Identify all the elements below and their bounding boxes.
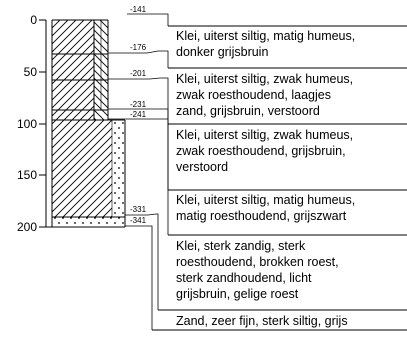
tick-150: 150 [17,168,46,182]
boundary-label: -331 [130,205,147,214]
layer-descriptions: Klei, uiterst siltig, matig humeus, donk… [152,25,407,331]
leader-line-5 [108,118,169,235]
leader-line-1 [127,13,169,26]
layer-6-sand [52,217,125,227]
description-line: matig roesthoudend, grijszwart [176,209,347,223]
tick-0: 0 [30,13,46,27]
layer-4-hatch [52,110,94,120]
tick-label: 150 [17,168,37,182]
layer-5-sand-band [112,120,125,217]
lithology-column [46,19,126,228]
layer-description-4: Klei, uiterst siltig, matig humeus, mati… [168,189,407,223]
boundary-label: -141 [130,5,147,14]
depth-axis: 0 50 100 150 200 [17,13,47,234]
description-line: Zand, zeer fijn, sterk siltig, grijs [176,314,348,328]
description-line: Klei, sterk zandig, sterk [176,239,306,253]
tick-label: 200 [17,220,37,234]
description-line: roesthoudend, brokken roest, [176,255,339,269]
boundary-label: -231 [130,100,147,109]
leader-line-2 [108,50,169,68]
leader-line-6 [125,213,159,310]
leader-line-7 [125,225,153,330]
description-line: zwak roesthoudend, grijsbruin, [176,144,346,158]
description-line: Klei, uiterst siltig, matig humeus, [176,29,355,43]
layer-description-1: Klei, uiterst siltig, matig humeus, donk… [168,25,407,59]
description-line: sterk zandhoudend, licht [176,271,312,285]
description-line: grijsbruin, gelige roest [176,287,299,301]
boundary-label: -176 [130,43,147,52]
boundary-label: -341 [130,216,147,225]
layer-description-2: Klei, uiterst siltig, zwak humeus, zwak … [168,67,407,118]
leader-line-3 [108,77,169,124]
layer-2-hatch [52,54,94,80]
boundary-label: -241 [130,110,147,119]
tick-label: 0 [30,13,37,27]
description-line: zand, grijsbruin, verstoord [176,104,320,118]
layer-description-3: Klei, uiterst siltig, zwak humeus, zwak … [168,123,407,174]
boundary-label: -201 [130,69,147,78]
description-line: Klei, uiterst siltig, matig humeus, [176,193,355,207]
description-line: Klei, uiterst siltig, zwak humeus, [176,128,353,142]
layer-3-hatch [52,80,94,110]
tick-label: 100 [17,117,37,131]
tick-100: 100 [17,117,46,131]
layer-description-5: Klei, sterk zandig, sterk roesthoudend, … [168,234,407,301]
description-line: verstoord [176,160,228,174]
description-line: donker grijsbruin [176,45,268,59]
description-line: Klei, uiterst siltig, zwak humeus, [176,72,353,86]
layer-1-hatch [52,20,94,54]
layer-description-6: Zand, zeer fijn, sterk siltig, grijs [152,309,407,331]
tick-50: 50 [24,65,46,79]
leader-lines [108,13,169,330]
tick-label: 50 [24,65,38,79]
layer-5-hatch [52,120,112,217]
boundary-labels: -141 -176 -201 -231 -241 -331 -341 [130,5,147,225]
layer-4-humus-band [94,110,108,120]
description-line: zwak roesthoudend, laagjes [176,88,331,102]
tick-200: 200 [17,220,46,234]
